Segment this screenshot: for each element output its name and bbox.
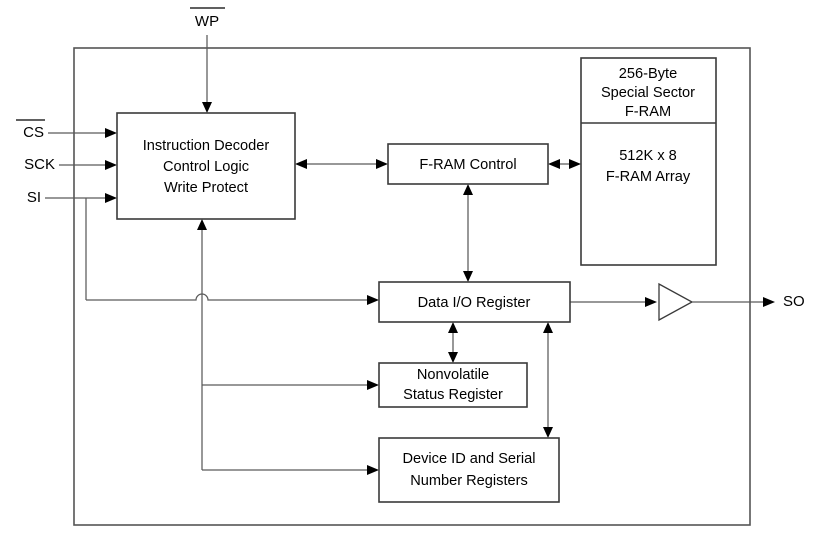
- pin-label-wp: WP: [195, 13, 219, 30]
- arrowhead-device-id-in: [367, 465, 379, 475]
- arrowhead-data-io-bottom-status: [448, 322, 458, 333]
- wire-si-to-data-io: [86, 293, 370, 301]
- arrowhead-wp: [202, 102, 212, 113]
- arrowhead-fram-control-left: [376, 159, 388, 169]
- block-device-id-register[interactable]: [378, 437, 560, 503]
- arrowhead-si: [105, 193, 117, 203]
- arrowhead-sck: [105, 160, 117, 170]
- chip-boundary: [73, 47, 751, 526]
- pin-label-so: SO: [783, 293, 805, 310]
- fram-array-line-2: F-RAM Array: [606, 169, 691, 185]
- instruction-decoder-line-3: Write Protect: [164, 180, 248, 196]
- pin-label-cs: CS: [23, 124, 44, 141]
- status-register-line-2: Status Register: [403, 387, 503, 403]
- fram-array-line-1: 512K x 8: [619, 148, 677, 164]
- device-id-line-1: Device ID and Serial: [402, 451, 535, 467]
- block-status-register[interactable]: [378, 362, 528, 408]
- arrowhead-status-register-in: [367, 380, 379, 390]
- arrowhead-so-out: [763, 297, 775, 307]
- device-id-line-2: Number Registers: [410, 473, 528, 489]
- arrowhead-cs: [105, 128, 117, 138]
- instruction-decoder-line-1: Instruction Decoder: [143, 138, 270, 154]
- block-fram-memory-stack[interactable]: [580, 57, 717, 266]
- arrowhead-fram-array-left: [569, 159, 581, 169]
- fram-control-label: F-RAM Control: [419, 157, 516, 173]
- special-sector-line-2: Special Sector: [601, 85, 695, 101]
- arrowhead-device-id-top: [543, 427, 553, 438]
- arrowhead-decoder-right: [295, 159, 307, 169]
- arrowhead-buffer-in: [645, 297, 657, 307]
- pin-label-sck: SCK: [24, 156, 55, 173]
- arrowhead-data-io-top: [463, 271, 473, 282]
- arrowhead-data-io-in: [367, 295, 379, 305]
- arrowhead-decoder-bottom: [197, 219, 207, 230]
- special-sector-line-3: F-RAM: [625, 104, 671, 120]
- arrowhead-fram-control-right: [548, 159, 560, 169]
- data-io-register-label: Data I/O Register: [418, 295, 531, 311]
- output-buffer-icon: [658, 282, 694, 322]
- arrowhead-fram-control-bottom: [463, 184, 473, 195]
- arrowhead-data-io-bottom-devid: [543, 322, 553, 333]
- block-fram-control[interactable]: [387, 143, 549, 185]
- special-sector-line-1: 256-Byte: [619, 66, 677, 82]
- pin-label-si: SI: [27, 189, 41, 206]
- block-data-io-register[interactable]: [378, 281, 571, 323]
- arrowhead-status-top: [448, 352, 458, 363]
- block-instruction-decoder[interactable]: [116, 112, 296, 220]
- status-register-line-1: Nonvolatile: [417, 367, 489, 383]
- instruction-decoder-line-2: Control Logic: [163, 159, 249, 175]
